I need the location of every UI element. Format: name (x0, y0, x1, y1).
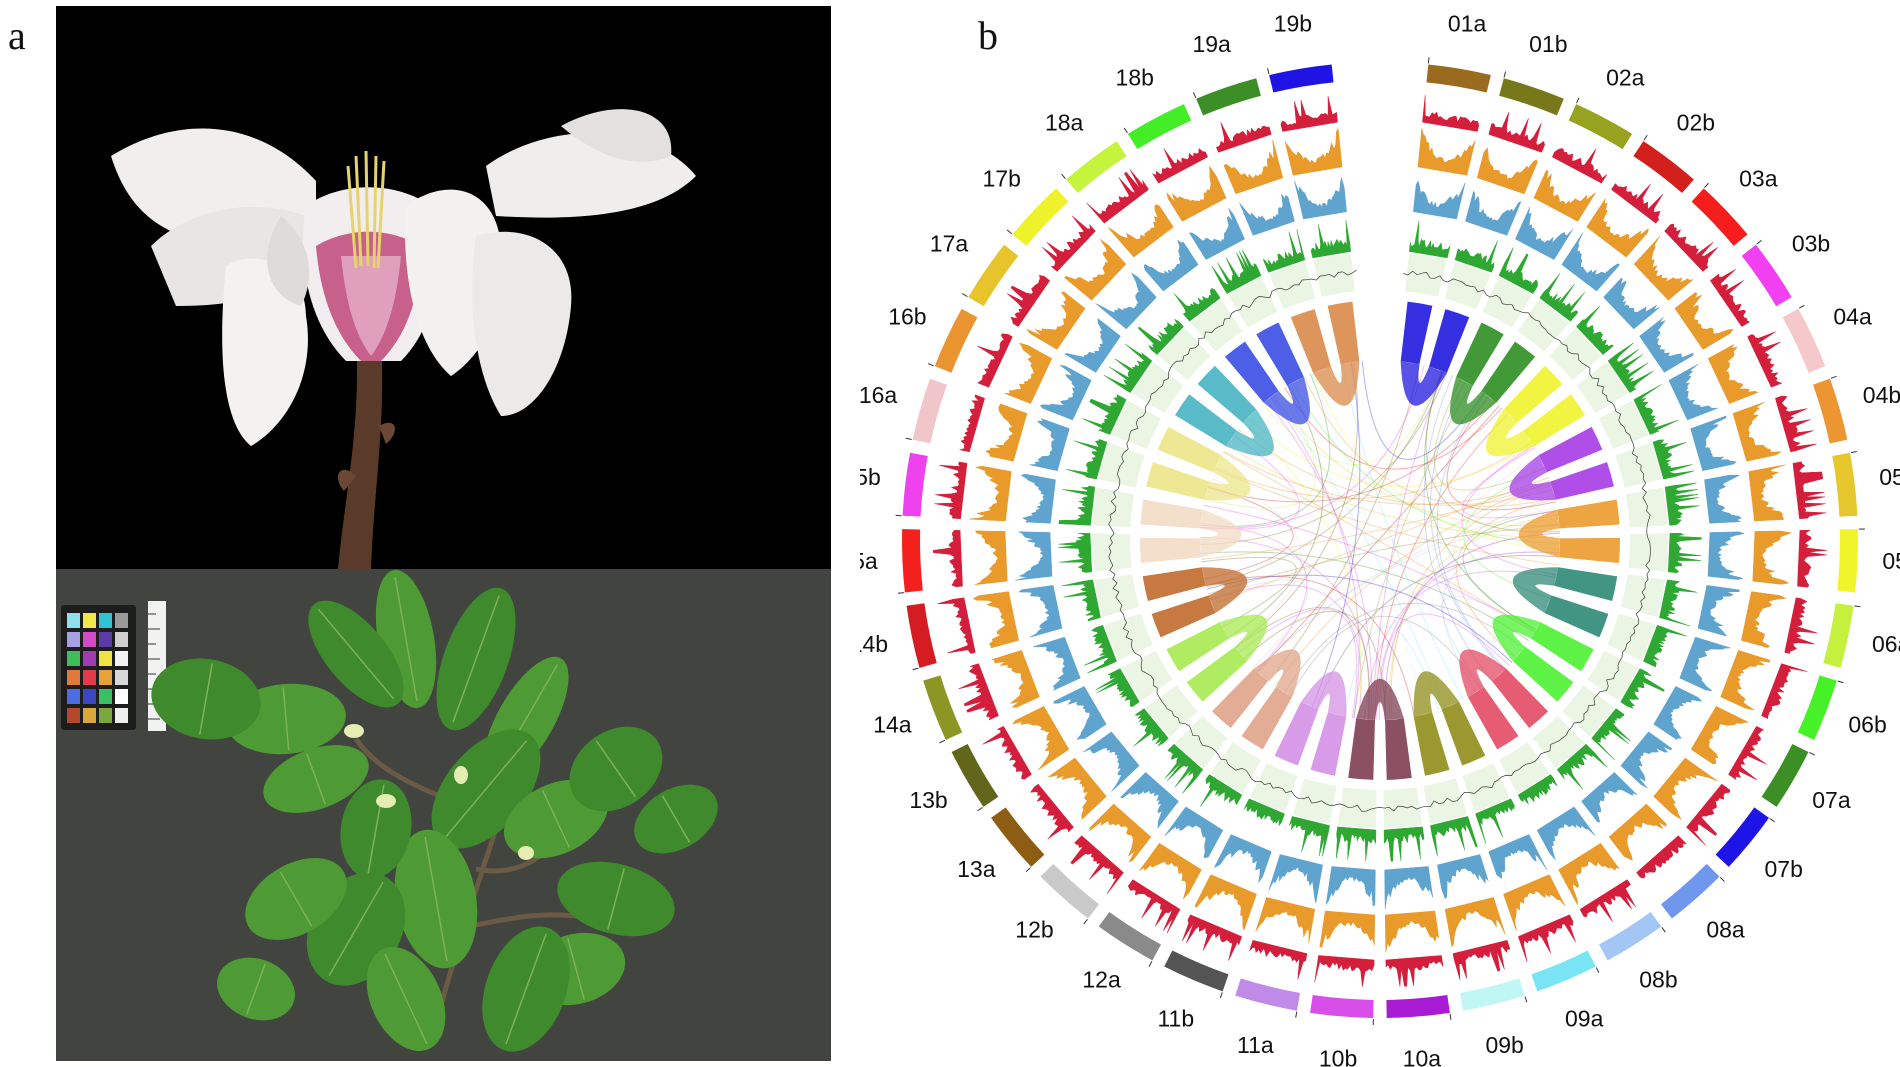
chromosome-label-10a: 10a (1403, 1045, 1442, 1067)
chromosome-01b (1499, 78, 1564, 116)
chromosome-label-12a: 12a (1082, 967, 1121, 993)
chromosome-13b (951, 744, 999, 807)
chromosome-label-11a: 11a (1237, 1032, 1274, 1058)
chromosome-12a (1098, 911, 1161, 961)
chromosome-label-18a: 18a (1045, 109, 1084, 135)
chromosome-ideogram (895, 57, 1865, 1025)
chromosome-02a (1568, 104, 1633, 150)
chromosome-16b (934, 308, 978, 373)
chromosome-label-14b: 14b (860, 631, 888, 657)
chromosome-label-05a: 05a (1879, 464, 1900, 490)
chromosome-15a (902, 529, 923, 593)
chromosome-label-07a: 07a (1812, 787, 1851, 813)
chromosome-04b (1813, 378, 1848, 444)
chromosome-17a (968, 244, 1019, 307)
chromosome-label-02a: 02a (1606, 64, 1645, 90)
panel-label-a: a (8, 13, 26, 58)
chromosome-label-03b: 03b (1792, 231, 1830, 257)
chromosome-12b (1040, 863, 1100, 919)
density-tracks (932, 95, 1827, 987)
chromosome-07b (1715, 807, 1769, 867)
chromosome-label-14a: 14a (873, 711, 912, 737)
chromosome-label-08a: 08a (1706, 916, 1745, 942)
magnolia-leaves-photo (56, 569, 831, 1061)
chromosome-label-06b: 06b (1848, 711, 1886, 737)
chromosome-labels: 01a 01b 02a 02b 03a 03b 04a 04b 05a 05b 06a 06b 07a 0… (860, 10, 1900, 1067)
chromosome-14b (906, 603, 937, 668)
chromosome-11a (1235, 978, 1301, 1011)
chromosome-label-12b: 12b (1015, 916, 1053, 942)
chromosome-08a (1660, 863, 1720, 919)
chromosome-13a (991, 807, 1045, 867)
chromosome-01a (1426, 64, 1491, 93)
chromosome-18a (1066, 141, 1127, 194)
chromosome-label-16a: 16a (860, 382, 897, 408)
chromosome-label-04a: 04a (1833, 303, 1872, 329)
chromosome-label-10b: 10b (1319, 1045, 1357, 1067)
chromosome-label-17b: 17b (982, 165, 1020, 191)
chromosome-07a (1761, 744, 1809, 807)
chromosome-19b (1269, 64, 1334, 93)
chromosome-19a (1196, 78, 1261, 116)
chromosome-05a (1832, 452, 1858, 517)
chromosome-label-07b: 07b (1765, 856, 1803, 882)
chromosome-label-02b: 02b (1677, 109, 1715, 135)
chromosome-label-09b: 09b (1485, 1032, 1523, 1058)
chromosome-03a (1691, 188, 1748, 246)
chromosome-label-03a: 03a (1739, 165, 1778, 191)
circos-genome-plot: 01a 01b 02a 02b 03a 03b 04a 04b 05a 05b 06a 06b 07a 0… (860, 10, 1900, 1067)
chromosome-10b (1310, 995, 1374, 1018)
chromosome-label-11b: 11b (1157, 1005, 1194, 1031)
chromosome-label-13b: 13b (909, 787, 947, 813)
chromosome-09b (1459, 978, 1525, 1011)
chromosome-03b (1741, 244, 1792, 307)
chromosome-05b (1837, 529, 1858, 593)
synteny-blocks (1140, 301, 1620, 780)
chromosome-label-04b: 04b (1863, 382, 1900, 408)
chromosome-label-16b: 16b (888, 303, 926, 329)
chromosome-11b (1164, 950, 1229, 992)
chromosome-08b (1599, 911, 1662, 961)
panel-label-b: b (978, 13, 998, 58)
chromosome-label-17a: 17a (930, 231, 969, 257)
chromosome-18b (1127, 104, 1192, 150)
chromosome-label-19b: 19b (1274, 10, 1312, 36)
chromosome-label-19a: 19a (1192, 31, 1231, 57)
chromosome-label-13a: 13a (957, 856, 996, 882)
chromosome-label-06a: 06a (1872, 631, 1900, 657)
chromosome-label-15a: 15a (860, 548, 878, 574)
chromosome-label-05b: 05b (1882, 548, 1900, 574)
circos-background (1092, 253, 1668, 828)
chromosome-label-01a: 01a (1448, 10, 1487, 36)
chromosome-09a (1531, 950, 1596, 992)
chromosome-10a (1386, 995, 1450, 1018)
chromosome-06a (1823, 603, 1854, 668)
chromosome-label-18b: 18b (1116, 64, 1154, 90)
chromosome-label-09a: 09a (1565, 1005, 1604, 1031)
chromosome-15b (902, 452, 928, 517)
chromosome-17b (1012, 188, 1069, 246)
chromosome-14a (923, 675, 963, 740)
chromosome-04a (1782, 308, 1826, 373)
chromosome-label-08b: 08b (1639, 967, 1677, 993)
chromosome-02b (1633, 141, 1694, 194)
magnolia-flower-photo (56, 6, 831, 569)
chromosome-label-01b: 01b (1529, 31, 1567, 57)
chromosome-16a (912, 378, 947, 444)
chromosome-06b (1797, 675, 1837, 740)
chromosome-label-15b: 15b (860, 464, 881, 490)
